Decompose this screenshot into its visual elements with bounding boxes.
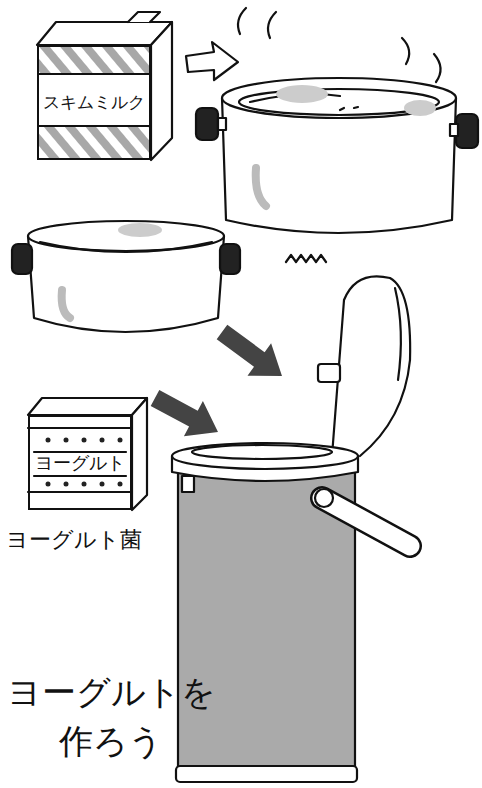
pot-rim [222, 78, 456, 118]
thermos-opening [192, 445, 332, 459]
thermos-base [176, 766, 357, 782]
pot-shine [62, 290, 70, 318]
pot-shine [118, 223, 162, 237]
pot-milk [239, 89, 439, 115]
box-line [34, 475, 126, 477]
handle-joint [218, 118, 226, 130]
pour-arrow [186, 42, 238, 80]
steam [434, 54, 441, 82]
thermos-clip [182, 476, 194, 492]
box-label: ヨーグルト [35, 453, 125, 473]
pot-handle [220, 244, 240, 274]
box-line [28, 427, 132, 429]
pot-shine [404, 100, 436, 116]
milk-mark [340, 107, 358, 110]
handle-joint [450, 124, 458, 136]
pot-shine [256, 168, 266, 206]
lid-knob [318, 364, 340, 382]
pot-milk [40, 242, 212, 252]
thermos-rim [172, 443, 358, 469]
box-top [28, 398, 147, 415]
box-side [151, 22, 172, 160]
box-stripe [38, 46, 150, 74]
milk-box: スキムミルク [37, 45, 151, 160]
handle-pivot [315, 489, 333, 507]
heat-mark [286, 255, 326, 262]
box-spout [128, 12, 160, 22]
pot-handle [196, 108, 218, 140]
box-stripe [38, 126, 150, 159]
pour-arrow [217, 325, 282, 376]
thermos-handle [322, 498, 410, 546]
stripe-edge [38, 73, 150, 75]
box-top [37, 22, 172, 45]
box-label: スキムミルク [43, 93, 145, 112]
box-line [28, 491, 132, 493]
pot-handle [456, 114, 478, 148]
steam [402, 38, 409, 64]
pot-shine [276, 85, 328, 103]
steam [268, 12, 276, 38]
thermos-lid [332, 276, 410, 456]
steam [238, 8, 246, 34]
pot-rim [28, 221, 224, 251]
lid-edge [395, 288, 401, 380]
yogurt-culture-box: ヨーグルトヨーグルト菌 [28, 415, 132, 510]
stripe-edge [38, 125, 150, 127]
outside-label: ヨーグルト菌 [6, 528, 142, 552]
box-side [132, 398, 147, 510]
pot-handle [12, 244, 32, 274]
title-text: ヨーグルトを 作ろう [0, 668, 222, 767]
pour-arrow [151, 390, 218, 436]
thermos-handle [322, 498, 410, 546]
